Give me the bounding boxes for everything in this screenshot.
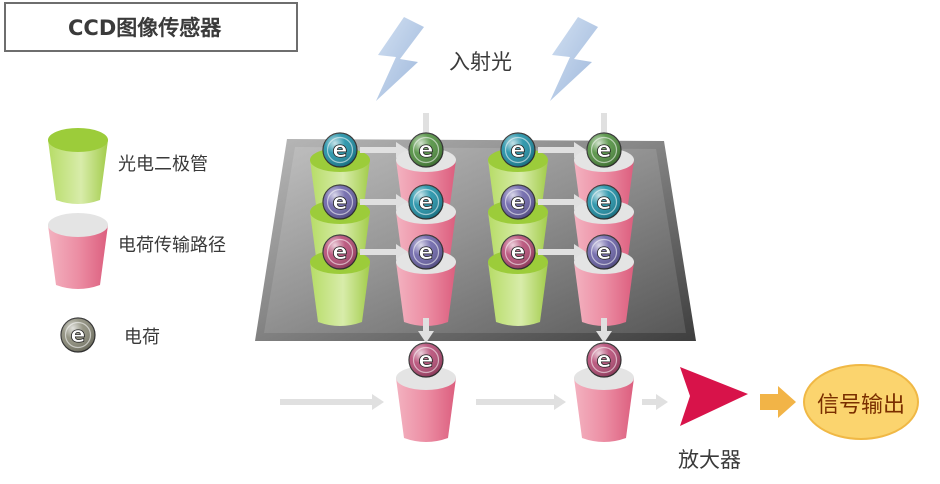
transfer-arrow <box>360 142 408 158</box>
charge-ball: e <box>408 342 444 378</box>
light-bolt-left-icon <box>376 17 424 101</box>
register-arrow-middle <box>476 394 566 410</box>
signal-output-label: 信号输出 <box>816 393 905 418</box>
legend-charge-icon: e <box>60 317 96 353</box>
charge-symbol: e <box>71 323 86 348</box>
charge-symbol: e <box>333 240 348 265</box>
register-arrow-out <box>642 394 668 410</box>
charge-symbol: e <box>419 240 434 265</box>
charge-ball: e <box>586 132 622 168</box>
charge-ball: e <box>500 132 536 168</box>
charge-symbol: e <box>419 138 434 163</box>
page-title: CCD图像传感器 <box>4 2 298 52</box>
charge-symbol: e <box>511 240 526 265</box>
transfer-arrow <box>360 194 408 210</box>
charge-symbol: e <box>597 190 612 215</box>
legend-charge-label: 电荷 <box>124 327 160 348</box>
charge-ball: e <box>408 234 444 270</box>
charge-symbol: e <box>597 348 612 373</box>
charge-ball: e <box>322 132 358 168</box>
light-bolt-right-icon <box>550 17 598 101</box>
charge-symbol: e <box>419 190 434 215</box>
transfer-arrow <box>538 194 586 210</box>
legend-charge-path-label: 电荷传输路径 <box>118 235 226 256</box>
incident-light-label: 入射光 <box>449 50 512 74</box>
vertical-transfer-arrow <box>418 318 434 343</box>
charge-ball: e <box>586 184 622 220</box>
charge-ball: e <box>408 184 444 220</box>
legend-charge-path-icon <box>48 213 108 289</box>
transfer-arrow <box>360 244 408 260</box>
charge-ball: e <box>408 132 444 168</box>
charge-ball: e <box>500 184 536 220</box>
charge-symbol: e <box>333 190 348 215</box>
transfer-arrow <box>538 244 586 260</box>
amplifier-label: 放大器 <box>678 448 741 472</box>
register-arrow-in <box>280 394 384 410</box>
charge-ball: e <box>586 342 622 378</box>
charge-symbol: e <box>419 348 434 373</box>
horizontal-register-cell <box>396 366 456 442</box>
charge-symbol: e <box>597 138 612 163</box>
charge-symbol: e <box>511 190 526 215</box>
output-arrow-icon <box>760 386 796 418</box>
signal-output-ellipse <box>803 364 919 440</box>
charge-ball: e <box>586 234 622 270</box>
transfer-arrow <box>538 142 586 158</box>
charge-symbol: e <box>597 240 612 265</box>
charge-symbol: e <box>333 138 348 163</box>
charge-ball: e <box>322 184 358 220</box>
charge-symbol: e <box>511 138 526 163</box>
vertical-transfer-arrow <box>596 318 612 343</box>
amplifier-arrow-icon <box>680 367 748 426</box>
charge-ball: e <box>322 234 358 270</box>
legend-photodiode-icon <box>48 128 108 204</box>
charge-ball: e <box>500 234 536 270</box>
horizontal-register-cell <box>574 366 634 442</box>
legend-photodiode-label: 光电二极管 <box>118 154 208 175</box>
